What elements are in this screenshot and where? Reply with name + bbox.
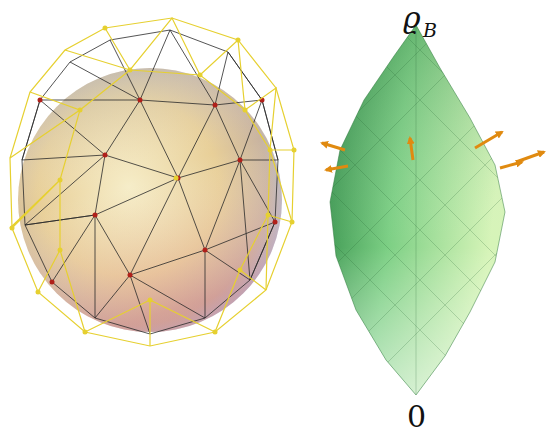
- origin-label: 0: [407, 402, 426, 432]
- rho-symbol: ϱ: [403, 3, 421, 33]
- subscript-label: B: [423, 21, 437, 40]
- zonotope: [300, 0, 540, 430]
- normal-arrows: [322, 132, 544, 170]
- inner-vertices: [38, 98, 278, 285]
- outer-polyhedron: [10, 18, 294, 346]
- outer-vertices: [10, 26, 297, 335]
- inner-polyhedron: [22, 30, 278, 334]
